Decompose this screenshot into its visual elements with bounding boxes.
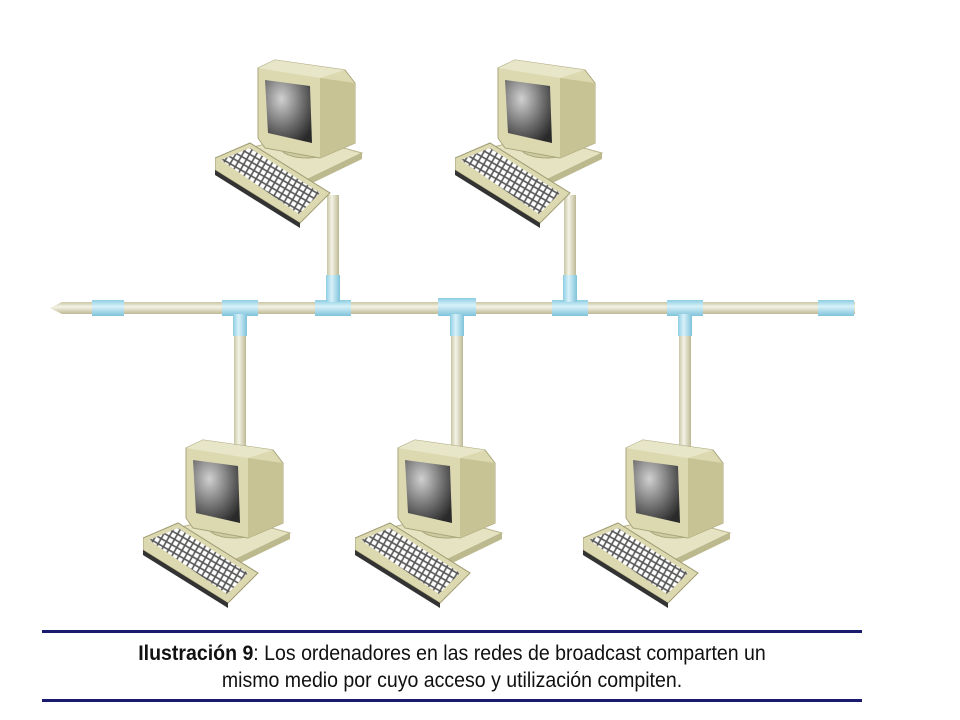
computer-icon (583, 440, 730, 608)
drop-cable (234, 312, 246, 452)
caption-bottom-rule (42, 699, 862, 702)
terminator-connector (818, 300, 854, 316)
terminator-connector (92, 300, 124, 316)
network-diagram (50, 0, 855, 630)
computer-icon (355, 440, 502, 608)
t-connector (667, 300, 703, 336)
computer-icon (215, 60, 362, 228)
caption-line2: mismo medio por cuyo acceso y utilizació… (221, 669, 683, 692)
caption-top-rule (42, 630, 862, 633)
caption-label: Ilustración 9 (138, 642, 254, 665)
drop-cable (451, 312, 463, 452)
computer-icon (455, 60, 602, 228)
t-connector (438, 298, 476, 336)
t-connector (315, 275, 351, 316)
computer-icon (143, 440, 290, 608)
figure-caption: Ilustración 9: Los ordenadores en las re… (71, 640, 834, 694)
t-connector (552, 275, 588, 316)
drop-cable (679, 312, 691, 452)
t-connector (222, 300, 258, 336)
caption-line1: : Los ordenadores en las redes de broadc… (253, 642, 766, 665)
bus-connectors (92, 275, 854, 336)
